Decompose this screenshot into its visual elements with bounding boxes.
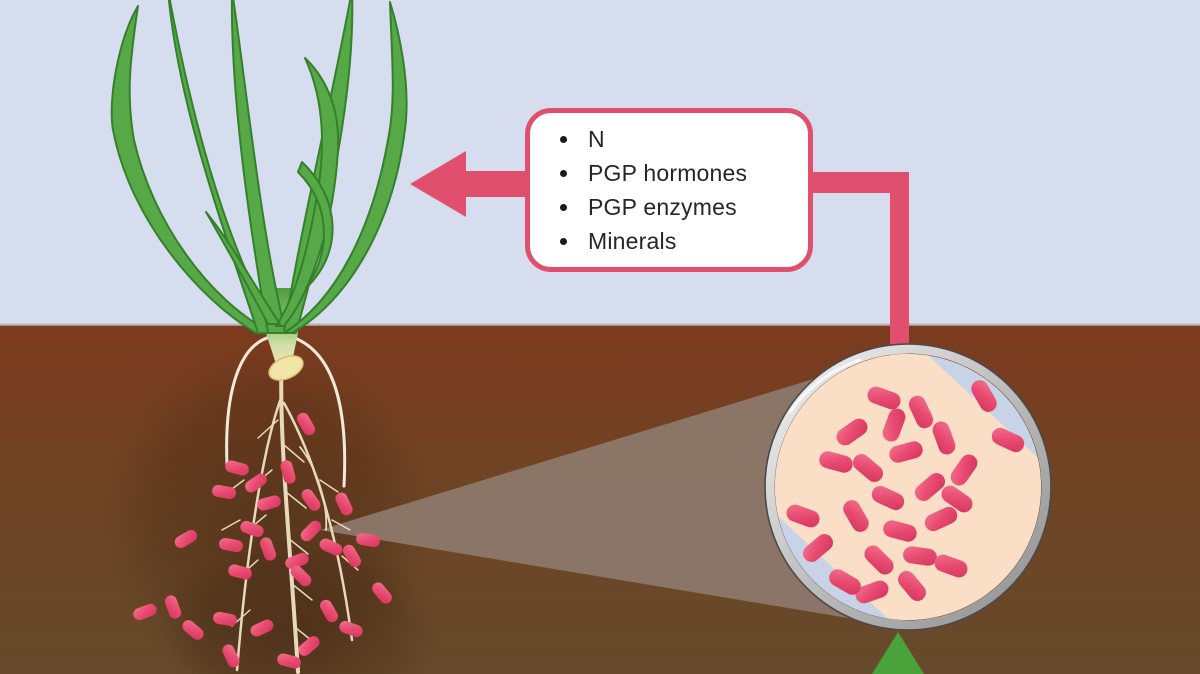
seed (268, 355, 304, 381)
callout-box: N PGP hormones PGP enzymes Minerals (525, 108, 813, 272)
bullet-icon (560, 135, 567, 143)
root-soil-shadow (103, 345, 440, 674)
lens-highlight (788, 358, 862, 414)
connector-line (806, 172, 909, 355)
horizon-line (0, 323, 1200, 326)
plant-leaves (110, 0, 408, 334)
lens-rim (765, 344, 1051, 630)
callout-item-label: PGP enzymes (588, 193, 737, 220)
red-arrow-icon (410, 151, 529, 217)
callout-item: Minerals (550, 224, 808, 258)
callout-list: N PGP hormones PGP enzymes Minerals (550, 122, 808, 258)
root-system (221, 335, 359, 674)
bullet-icon (560, 169, 567, 177)
bullet-icon (560, 203, 567, 211)
callout-item-label: N (588, 125, 605, 152)
callout-item-label: Minerals (588, 227, 677, 254)
callout-item: PGP hormones (550, 156, 808, 190)
lens-rim-outline (764, 343, 1052, 631)
callout-item: N (550, 122, 808, 156)
callout-item-label: PGP hormones (588, 159, 748, 186)
magnification-cone (320, 350, 908, 628)
bullet-icon (560, 237, 567, 245)
callout-item: PGP enzymes (550, 190, 808, 224)
green-arrow-icon (872, 632, 924, 674)
